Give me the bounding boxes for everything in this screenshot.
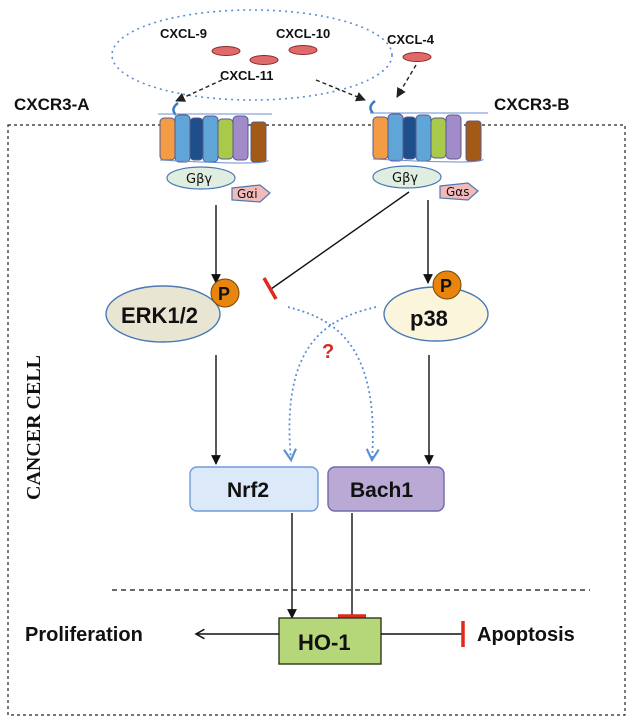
ligand-cxcl11-label: CXCL-11 bbox=[220, 68, 273, 83]
nrf2-label: Nrf2 bbox=[227, 479, 269, 502]
erk-phospho-circle bbox=[210, 278, 240, 308]
p38-label: p38 bbox=[410, 306, 448, 331]
cell-membrane bbox=[7, 124, 626, 716]
ligand-cxcl4-label: CXCL-4 bbox=[387, 32, 435, 47]
receptor-cxcr3a bbox=[158, 102, 272, 164]
ligand-cxcl11-molecule bbox=[249, 55, 279, 65]
cxcl-to-cxcr3a-arrow bbox=[175, 79, 223, 102]
ligand-cxcl9-molecule bbox=[211, 46, 241, 56]
ligand-cxcl10-molecule bbox=[288, 45, 318, 55]
p38-phospho-label: P bbox=[440, 276, 452, 296]
gprotein-a-alpha-label: Gαi bbox=[237, 187, 258, 201]
p38-to-nrf2-crosstalk bbox=[283, 306, 377, 463]
crosstalk-question-mark: ? bbox=[322, 341, 334, 363]
p38-phospho-circle bbox=[432, 270, 462, 300]
bach1-node bbox=[327, 466, 445, 512]
cxcl4-to-cxcr3b-arrow bbox=[396, 64, 417, 98]
cancer-cell-label: CANCER CELL bbox=[23, 355, 45, 500]
erk-node bbox=[105, 285, 221, 343]
ho1-node bbox=[278, 617, 382, 665]
gprotein-a-beta-gamma-label: Gβγ bbox=[186, 172, 212, 187]
gprotein-a bbox=[166, 166, 271, 203]
cxcl-to-cxcr3b-arrow bbox=[315, 79, 366, 102]
proliferation-label: Proliferation bbox=[25, 624, 143, 646]
receptor-cxcr3b-label: CXCR3-B bbox=[494, 95, 570, 114]
gprotein-b-alpha-label: Gαs bbox=[446, 185, 469, 199]
receptor-cxcr3b bbox=[369, 100, 488, 163]
erk-phospho-label: P bbox=[218, 284, 230, 304]
cxcr3b-inhibits-erk-line bbox=[270, 191, 410, 290]
nrf2-node bbox=[189, 466, 319, 512]
erk-inhibition-bar bbox=[262, 277, 278, 300]
receptor-cxcr3a-label: CXCR3-A bbox=[14, 95, 90, 114]
ligand-cxcl4-molecule bbox=[402, 52, 432, 62]
gprotein-b-beta-gamma-label: Gβγ bbox=[392, 171, 418, 186]
ho1-label: HO-1 bbox=[298, 630, 351, 655]
gprotein-b bbox=[372, 165, 479, 201]
ligand-cxcl10-label: CXCL-10 bbox=[276, 26, 330, 41]
ligand-cluster bbox=[111, 9, 393, 101]
erk-to-bach1-crosstalk bbox=[287, 306, 380, 463]
bach1-label: Bach1 bbox=[350, 479, 413, 502]
ligand-cxcl9-label: CXCL-9 bbox=[160, 26, 207, 41]
apoptosis-label: Apoptosis bbox=[477, 624, 575, 646]
erk-label: ERK1/2 bbox=[121, 303, 198, 328]
